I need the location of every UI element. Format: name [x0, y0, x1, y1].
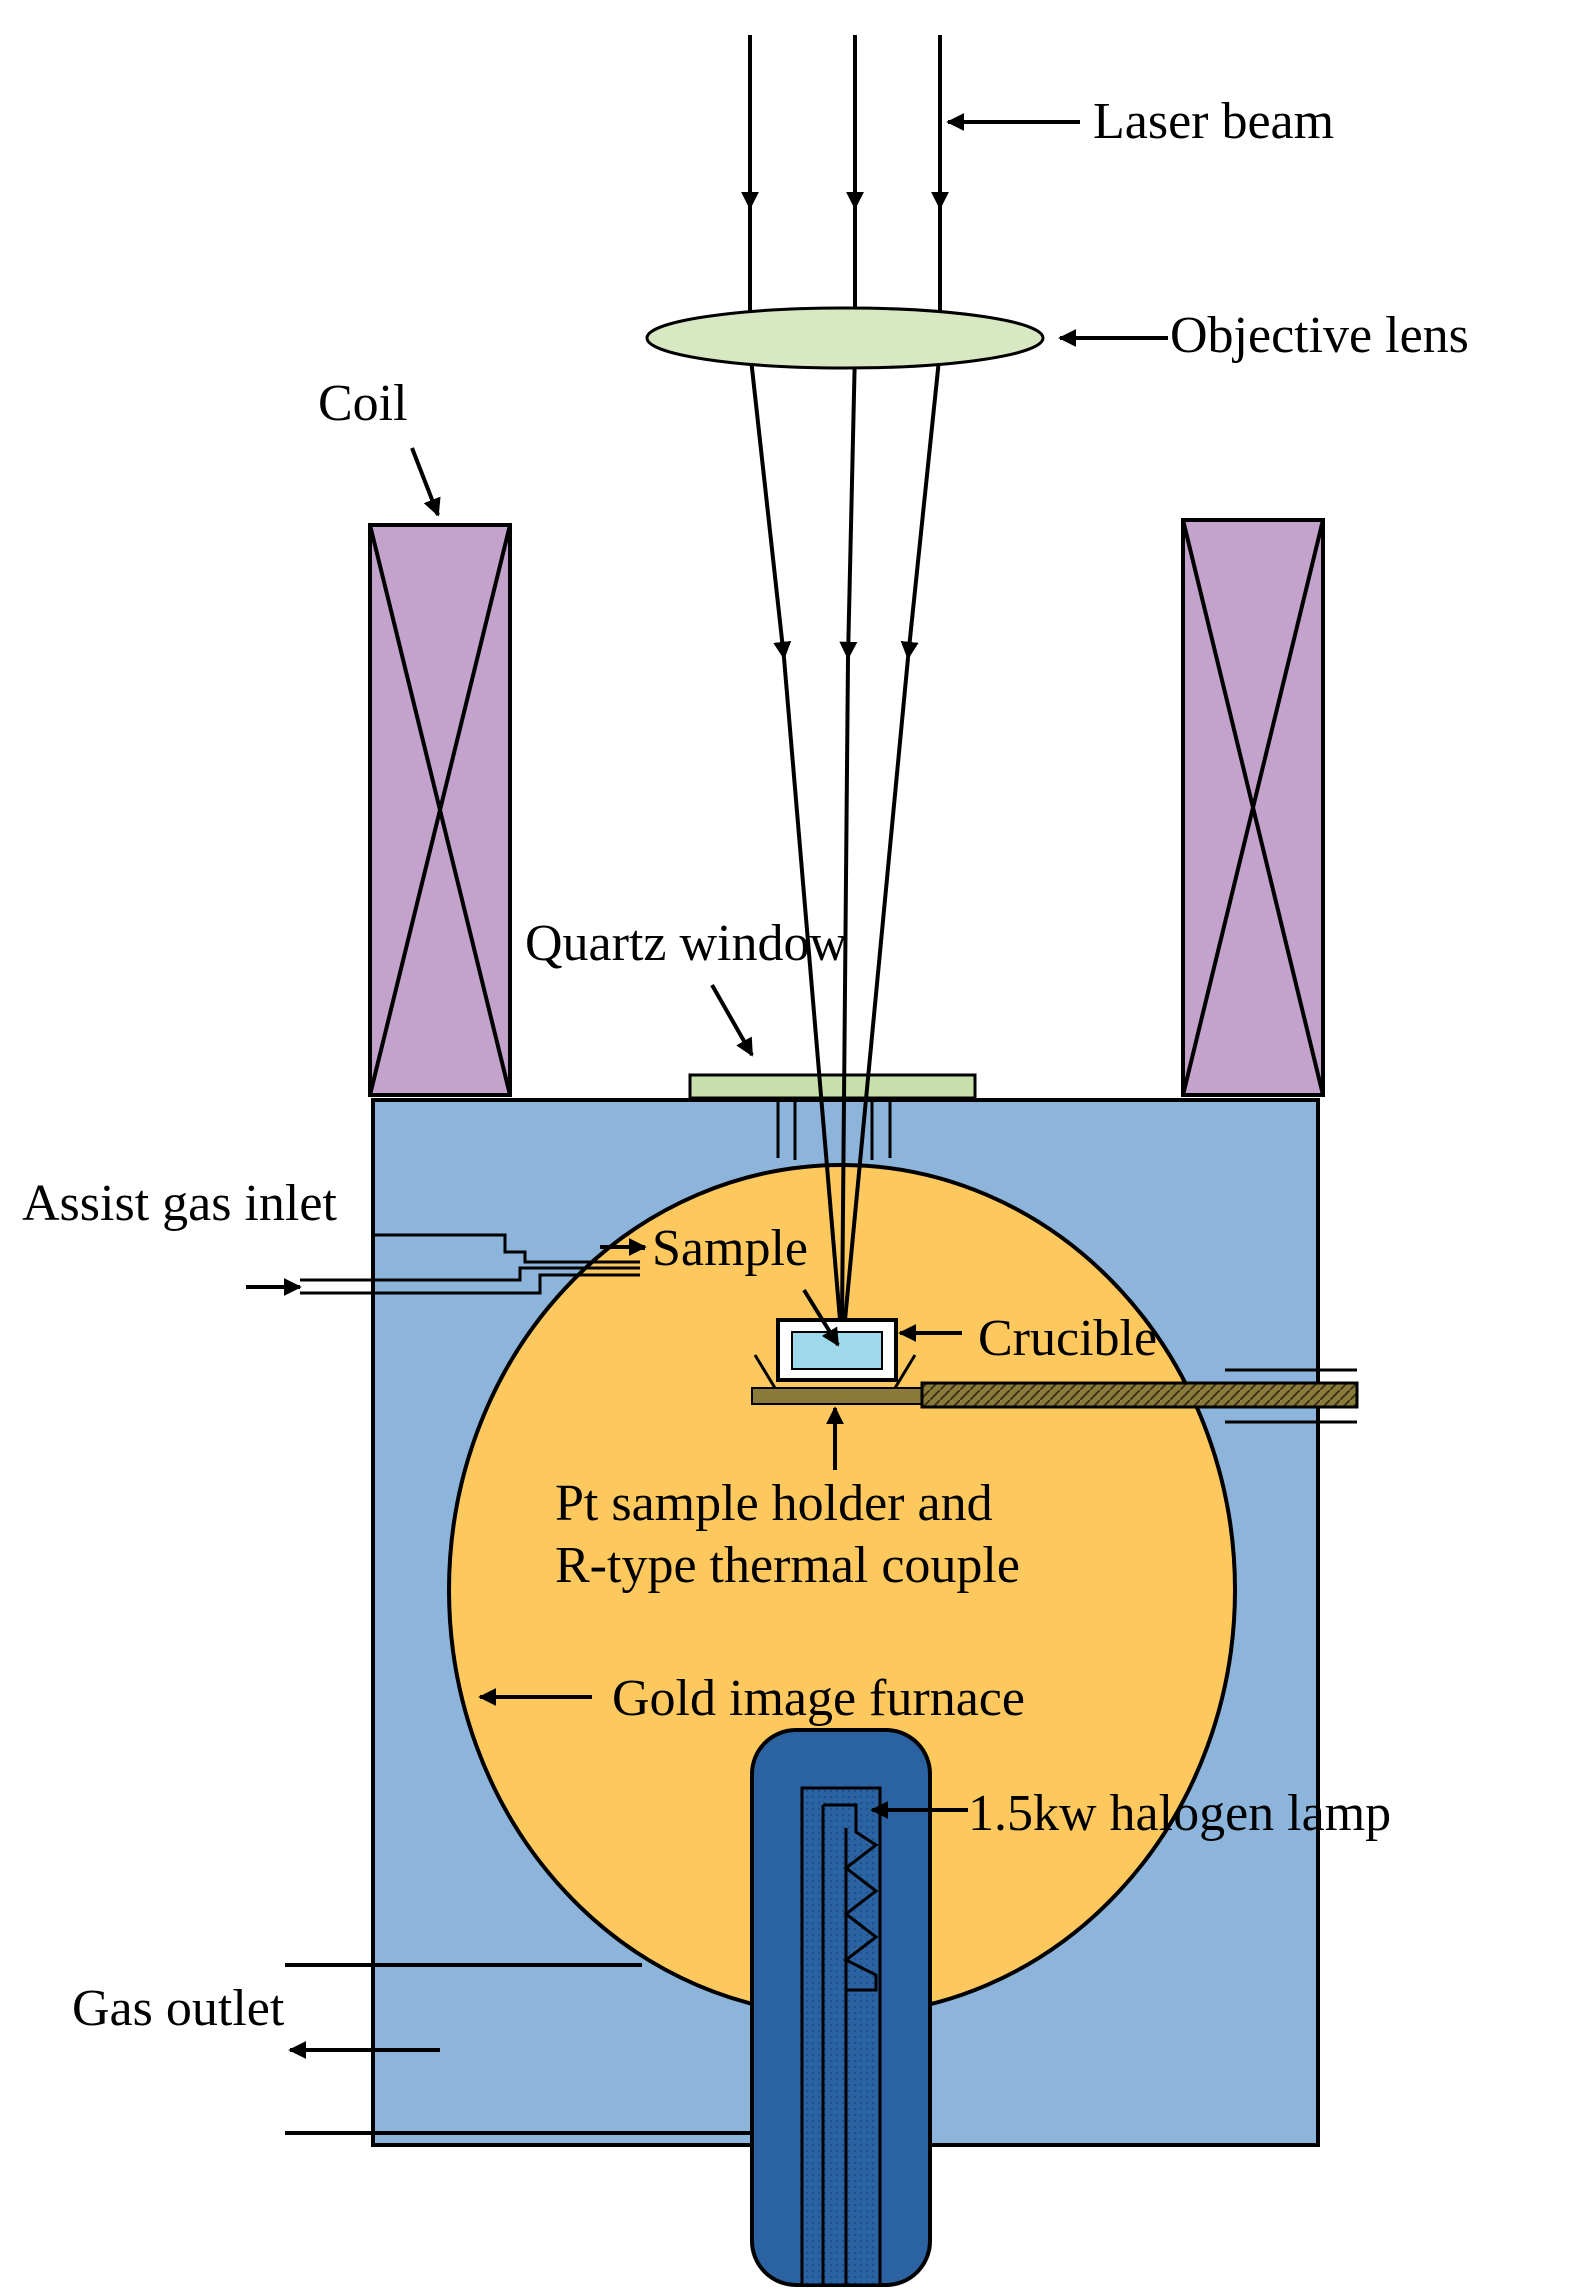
crucible	[776, 1318, 898, 1382]
label-gold-image-furnace: Gold image furnace	[612, 1670, 1025, 1727]
label-laser-beam: Laser beam	[1093, 93, 1334, 150]
label-holder-line2: R-type thermal couple	[555, 1537, 1020, 1594]
label-gas-outlet: Gas outlet	[72, 1980, 285, 2037]
quartz-window	[688, 1073, 977, 1100]
coil-right	[1181, 518, 1325, 1097]
label-objective-lens: Objective lens	[1170, 307, 1469, 364]
sample	[791, 1331, 883, 1370]
gas-outlet-lines	[285, 1963, 752, 2135]
pt-sample-holder	[751, 1354, 1359, 1424]
objective-lens	[645, 306, 1045, 370]
assist-gas-inlet-tube	[246, 1233, 647, 1296]
label-assist-gas-inlet: Assist gas inlet	[22, 1175, 337, 1232]
label-crucible: Crucible	[978, 1310, 1157, 1367]
label-halogen-lamp: 1.5kw halogen lamp	[968, 1785, 1391, 1842]
coil-left	[368, 523, 512, 1097]
label-sample: Sample	[652, 1220, 808, 1277]
label-holder-line1: Pt sample holder and	[555, 1475, 993, 1532]
laser-beam-rays	[741, 35, 949, 1321]
halogen-lamp	[750, 1728, 932, 2287]
leader-arrows	[410, 113, 1168, 1819]
label-quartz-window: Quartz window	[525, 915, 847, 972]
viewing-port	[776, 1100, 892, 1160]
label-coil: Coil	[318, 375, 408, 432]
